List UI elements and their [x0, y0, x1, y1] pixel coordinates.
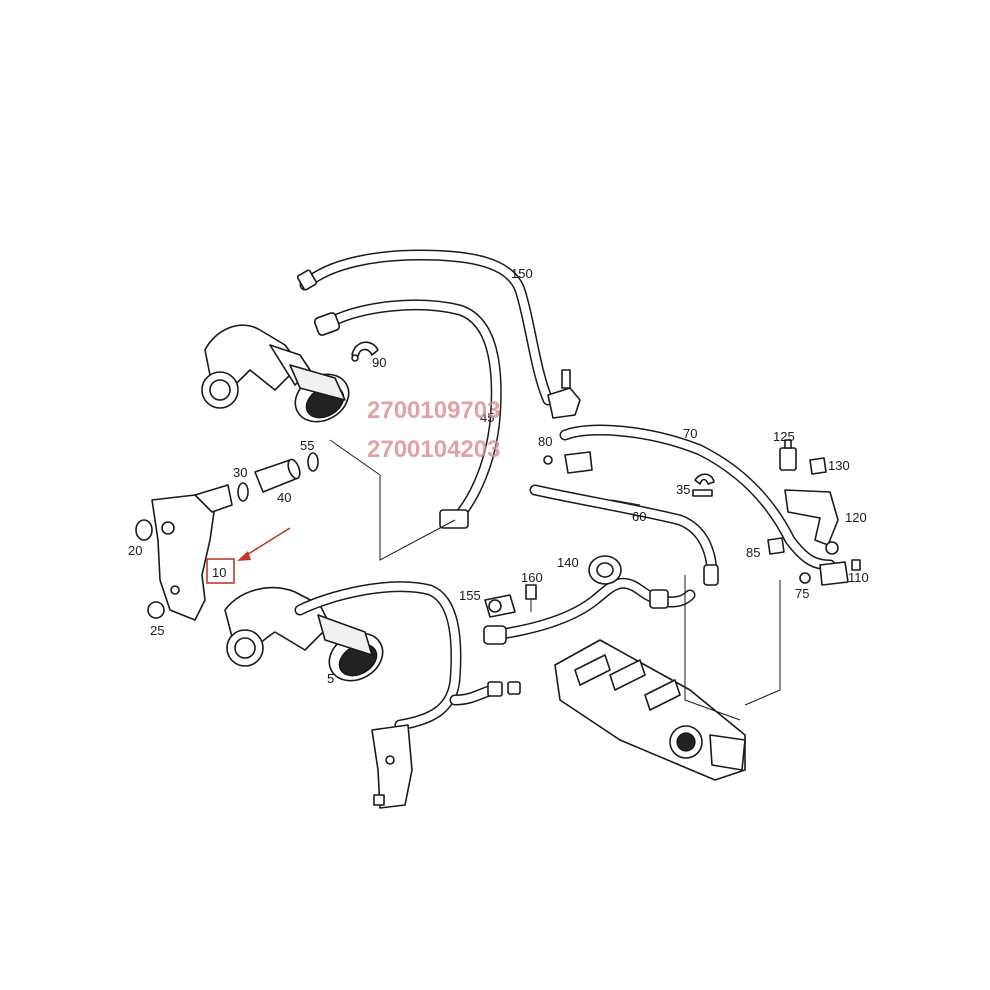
line-60	[529, 484, 719, 586]
callout-130: 130	[828, 458, 850, 473]
clip-90	[351, 341, 379, 362]
seal-25	[147, 601, 165, 619]
callout-75: 75	[795, 586, 809, 601]
callout-70: 70	[683, 426, 697, 441]
corrugated-hose-upper	[289, 364, 350, 423]
seal-20	[135, 519, 153, 541]
callout-125: 125	[773, 429, 795, 444]
callout-60: 60	[632, 509, 646, 524]
callout-140: 140	[557, 555, 579, 570]
fitting-80	[543, 451, 593, 474]
callout-85: 85	[746, 545, 760, 560]
hose-60	[483, 577, 696, 645]
callout-40: 40	[277, 490, 291, 505]
callout-55: 55	[300, 438, 314, 453]
callout-155: 155	[459, 588, 481, 603]
housing-10	[151, 484, 233, 621]
callout-150: 150	[511, 266, 533, 281]
bolt-160	[525, 584, 537, 612]
clip-130	[809, 457, 827, 475]
arrow-head-icon	[237, 551, 251, 561]
callout-120: 120	[845, 510, 867, 525]
callout-25: 25	[150, 623, 164, 638]
clip-35	[692, 473, 715, 497]
callout-10: 10	[212, 565, 226, 580]
bracket-bottom	[371, 724, 413, 809]
watermark: 2700109703 2700104203	[367, 397, 500, 463]
hose-lower	[294, 581, 521, 731]
valve-110	[819, 559, 861, 586]
highlight-part-10: 10	[206, 527, 291, 584]
pipe-40	[254, 458, 301, 493]
fitting-155	[484, 594, 516, 618]
callout-35: 35	[676, 482, 690, 497]
callout-20: 20	[128, 543, 142, 558]
valve-top	[547, 369, 581, 419]
watermark-line-2: 2700104203	[367, 436, 500, 463]
o-ring-55	[307, 452, 319, 472]
pipe-120	[784, 489, 839, 555]
line-70	[559, 424, 836, 571]
callout-labels: 5 20 25 30 35 40 45 55 60 70 75 80 85 90…	[128, 266, 869, 686]
hose-45	[313, 299, 502, 529]
callout-110: 110	[848, 570, 869, 585]
intake-manifold	[554, 639, 746, 781]
callout-30: 30	[233, 465, 247, 480]
o-ring-30	[237, 482, 249, 502]
callout-80: 80	[538, 434, 552, 449]
callout-5: 5	[327, 671, 334, 686]
thermostat-140	[588, 555, 622, 585]
upper-intake-pipe	[201, 324, 350, 423]
clip-85	[767, 537, 785, 555]
o-ring-75	[799, 572, 811, 584]
red-arrow	[244, 527, 291, 557]
callout-90: 90	[372, 355, 386, 370]
watermark-line-1: 2700109703	[367, 397, 500, 424]
sensor-125	[779, 439, 797, 471]
leader-lines	[329, 439, 781, 721]
callout-160: 160	[521, 570, 543, 585]
hose-150	[296, 249, 554, 406]
highlight-box	[206, 558, 235, 584]
callout-45: 45	[480, 410, 494, 425]
